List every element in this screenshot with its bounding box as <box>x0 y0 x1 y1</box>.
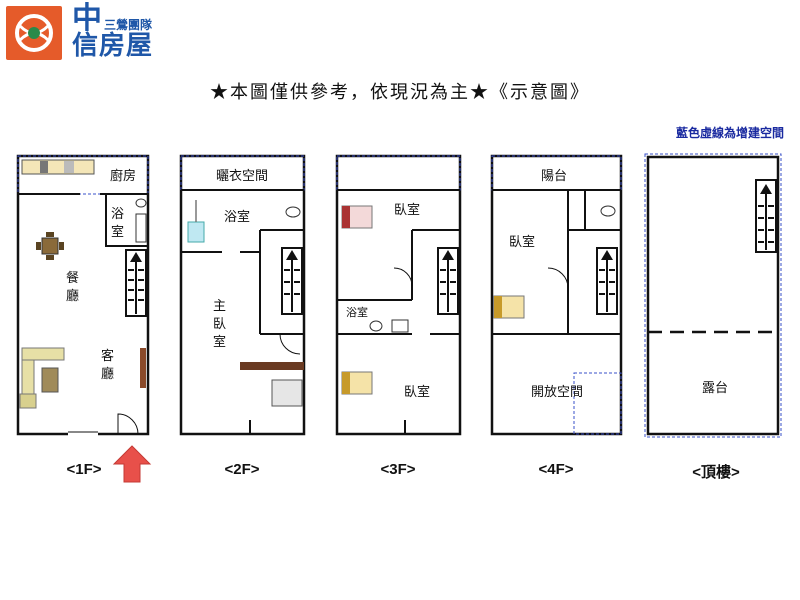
room-label-bath-2: 室 <box>111 224 124 240</box>
floor-plan-3f: 臥室 浴室 臥室 <box>335 154 462 436</box>
toilet-icon <box>369 320 383 332</box>
logo-text-top: 中三鶯團隊 <box>72 1 153 36</box>
logo-text-bottom: 信房屋 <box>72 31 154 61</box>
room-label-living-1: 客 <box>101 348 114 364</box>
floor-label-roof: <頂樓> <box>692 464 740 481</box>
room-label-master-2: 臥 <box>213 317 226 332</box>
floor-plan-2f: 曬衣空間 浴室 主 臥 室 <box>179 154 306 436</box>
room-label-master-1: 主 <box>213 299 226 314</box>
logo-subtitle: 三鶯團隊 <box>104 18 153 32</box>
floor-plan-4f: 陽台 臥室 開放空間 <box>490 154 623 436</box>
toilet-icon <box>600 205 616 217</box>
legend-note: 藍色虛線為增建空間 <box>675 126 784 140</box>
room-label-kitchen: 廚房 <box>110 168 136 184</box>
floor-plan-roof: 露台 <box>644 153 782 438</box>
room-label-bath: 浴室 <box>224 209 250 225</box>
room-label-bedroom-top: 臥室 <box>394 202 420 218</box>
room-label-dining-2: 廳 <box>66 288 79 304</box>
bed-icon <box>493 295 525 319</box>
floor-label-1f: <1F> <box>66 461 102 478</box>
sofa-icon <box>19 347 65 409</box>
logo-emblem <box>6 6 62 60</box>
tv-cabinet <box>140 348 146 388</box>
entrance-arrow-icon <box>112 445 152 483</box>
room-label-bedroom-bottom: 臥室 <box>404 384 430 400</box>
floor-label-4f: <4F> <box>538 461 574 478</box>
company-logo: 中三鶯團隊 信房屋 <box>6 4 166 62</box>
dining-table-icon <box>36 232 64 260</box>
bed-icon <box>341 205 373 229</box>
shower-icon <box>187 200 205 243</box>
kitchen-counter <box>21 159 95 175</box>
globe-icon <box>15 14 53 52</box>
floor-label-3f: <3F> <box>380 461 416 478</box>
floor-label-2f: <2F> <box>224 461 260 478</box>
room-label-open-space: 開放空間 <box>531 385 583 400</box>
bed-icon <box>271 379 303 407</box>
room-label-living-2: 廳 <box>101 366 114 382</box>
toilet-icon <box>285 206 301 218</box>
wardrobe <box>240 362 304 370</box>
room-label-balcony: 陽台 <box>541 169 567 184</box>
room-label-bath-1: 浴 <box>111 207 124 222</box>
room-label-dining-1: 餐 <box>66 270 79 286</box>
bed-icon <box>341 371 373 395</box>
page-title: ★本圖僅供參考，依現況為主★《示意圖》 <box>210 82 590 103</box>
floor-plan-1f: 廚房 浴 室 餐 廳 客 廳 <box>16 154 152 483</box>
room-label-bath: 浴室 <box>346 305 368 319</box>
room-label-bedroom: 臥室 <box>509 234 535 250</box>
room-label-master-3: 室 <box>213 334 226 350</box>
toilet-icon <box>135 198 147 208</box>
room-label-laundry: 曬衣空間 <box>216 168 268 184</box>
room-label-terrace: 露台 <box>702 381 728 396</box>
